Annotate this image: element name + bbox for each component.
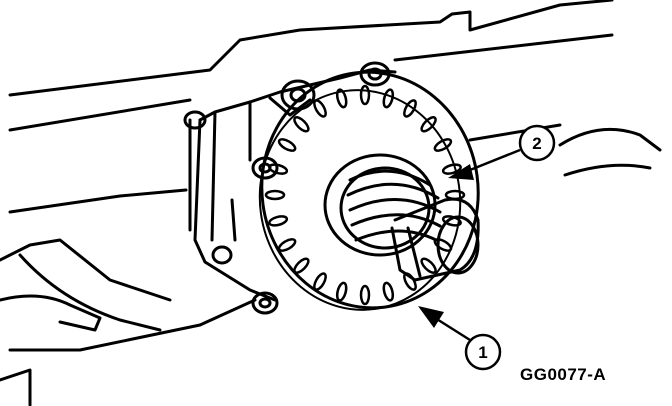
wheel-slot [335,281,348,302]
wheel-slot [335,88,348,109]
wheel-slot [268,163,289,175]
wheel-slot [433,138,453,152]
callout-1-number: 1 [478,343,487,362]
callout-1: 1 [418,306,502,371]
wheel-slot [293,116,310,133]
wheel-slot [313,99,327,118]
wheel-slot [382,88,395,109]
shaft-end [390,197,480,282]
wheel-slot [382,281,395,302]
figure-id-label: GG0077-A [520,365,607,384]
callout-2-number: 2 [532,134,541,153]
sensor-housing [183,61,397,315]
wheel-slot [313,272,327,291]
wheel-slot [277,238,297,252]
wheel-slot [359,284,371,306]
trigger-wheel [258,70,480,311]
wheel-slot [420,257,437,274]
wheel-slot [441,163,462,175]
wheel-slot [403,99,417,118]
wheel-slot [277,138,297,152]
callout-2: 2 [448,124,556,180]
wheel-slot [420,116,437,133]
camshaft-hub [323,153,442,257]
wheel-slot [268,215,289,227]
wheel-slot [293,257,310,274]
wheel-slot [359,84,371,106]
wheel-slot [264,189,286,201]
